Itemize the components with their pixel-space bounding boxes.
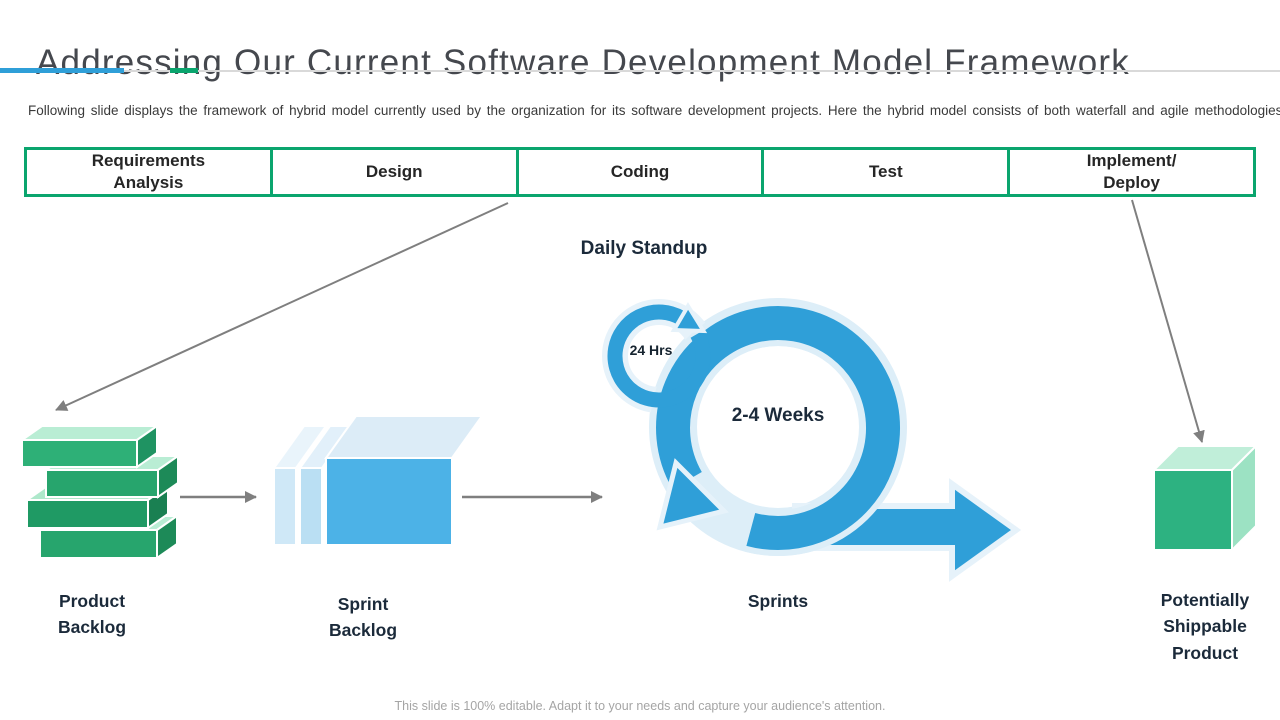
phase-label: Design <box>365 161 423 181</box>
phase-cell-design: Design <box>272 147 519 197</box>
title-divider-line <box>0 70 1280 72</box>
slide-subtitle: Following slide displays the framework o… <box>28 102 1280 118</box>
waterfall-phase-row: Requirements Analysis Design Coding Test… <box>24 147 1256 197</box>
sprint-ring-arrowhead <box>656 458 729 531</box>
arrow-coding-to-product-backlog <box>55 202 509 411</box>
phase-cell-test: Test <box>764 147 1011 197</box>
phase-label: Implement/ Deploy <box>1086 150 1177 192</box>
phase-label: Requirements Analysis <box>91 150 206 192</box>
sprint-backlog-label: Sprint Backlog <box>328 594 398 641</box>
sprint-loop-shape <box>602 298 1022 582</box>
daily-ring-arrowhead <box>670 302 708 334</box>
phase-cell-implement-deploy: Implement/ Deploy <box>1010 147 1256 197</box>
connector-arrows <box>55 199 1205 503</box>
title-accent-blue <box>0 68 124 73</box>
daily-ring-arc <box>607 304 711 408</box>
slide-footer-note: This slide is 100% editable. Adapt it to… <box>394 699 886 713</box>
phase-label: Test <box>868 161 903 181</box>
product-backlog-shape <box>18 424 182 560</box>
2-4-weeks-label: 2-4 Weeks <box>731 405 825 426</box>
shippable-product-shape <box>1151 443 1259 553</box>
title-accent-green <box>170 68 198 73</box>
phase-cell-coding: Coding <box>518 147 765 197</box>
page-title: Addressing Our Current Software Developm… <box>36 43 1130 83</box>
arrow-deploy-to-product <box>1131 199 1205 443</box>
daily-standup-label: Daily Standup <box>580 238 708 259</box>
phase-label: Coding <box>610 161 670 181</box>
shippable-product-label: Potentially Shippable Product <box>1160 590 1250 663</box>
product-backlog-label: Product Backlog <box>57 591 127 638</box>
sprint-backlog-shape <box>272 415 484 546</box>
phase-cell-requirements-analysis: Requirements Analysis <box>24 147 273 197</box>
sprints-label: Sprints <box>747 591 809 611</box>
24hrs-label: 24 Hrs <box>629 342 673 358</box>
